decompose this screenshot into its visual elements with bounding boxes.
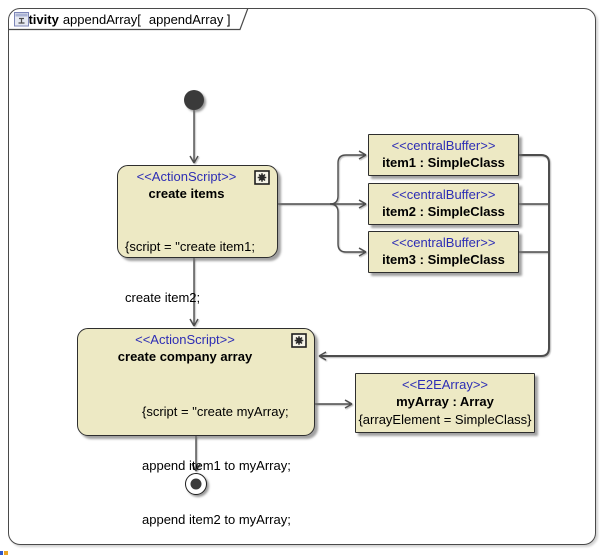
- edge-create-items-to-item3[interactable]: [329, 203, 367, 257]
- stereotype-label: <<centralBuffer>>: [391, 187, 496, 202]
- central-buffer-item1[interactable]: <<centralBuffer>> item1 : SimpleClass: [368, 134, 519, 176]
- edge-create-items-to-item1[interactable]: [329, 150, 367, 205]
- tagged-value: {arrayElement = SimpleClass}: [358, 412, 532, 427]
- activity-final-node[interactable]: [185, 473, 207, 495]
- central-buffer-item2[interactable]: <<centralBuffer>> item2 : SimpleClass: [368, 183, 519, 225]
- object-name: myArray : Array: [396, 394, 494, 409]
- stereotype-label: <<ActionScript>>: [135, 332, 235, 347]
- central-buffer-item3[interactable]: <<centralBuffer>> item3 : SimpleClass: [368, 231, 519, 273]
- edge-create-items-to-create-company-array[interactable]: [189, 258, 199, 327]
- behavior-gear-icon: [254, 170, 270, 185]
- stereotype-label: <<centralBuffer>>: [391, 235, 496, 250]
- buffer-name: item3 : SimpleClass: [382, 252, 505, 267]
- edge-create-company-array-to-final[interactable]: [191, 436, 201, 472]
- script-line: append item1 to myArray;: [142, 458, 291, 473]
- cropped-icon-fragment: [0, 551, 3, 555]
- script-line: {script = "create myArray;: [142, 404, 289, 419]
- tab-outline: [9, 8, 249, 31]
- action-name: create company array: [117, 349, 253, 364]
- action-name: create items: [148, 186, 225, 201]
- frame-name: appendArray[: [62, 12, 141, 27]
- final-node-dot: [190, 478, 202, 490]
- buffer-name: item1 : SimpleClass: [382, 155, 505, 170]
- script-line: create item2;: [125, 290, 201, 305]
- cropped-icon-fragment: [4, 551, 8, 555]
- action-create-company-array[interactable]: <<ActionScript>> create company array {s…: [77, 328, 315, 527]
- object-node-myarray[interactable]: <<E2EArray>> myArray : Array {arrayEleme…: [355, 373, 535, 433]
- initial-node[interactable]: [184, 90, 204, 110]
- buffer-name: item2 : SimpleClass: [382, 204, 505, 219]
- stereotype-label: <<ActionScript>>: [136, 169, 237, 184]
- edge-create-items-to-item2[interactable]: [278, 199, 367, 209]
- edge-create-company-array-to-myarray[interactable]: [315, 399, 353, 409]
- action-create-items[interactable]: <<ActionScript>> create items {script = …: [117, 165, 278, 356]
- edge-initial-to-create-items[interactable]: [189, 110, 199, 164]
- stereotype-label: <<centralBuffer>>: [391, 138, 496, 153]
- frame-diagram-name: appendArray ]: [148, 12, 231, 27]
- script-line: {script = "create item1;: [125, 239, 255, 254]
- behavior-gear-icon: [291, 333, 307, 348]
- diagram-tab[interactable]: activity appendArray[ appendArray ]: [9, 8, 255, 31]
- activity-frame: [8, 8, 596, 545]
- edge-buffers-to-create-company-array[interactable]: [318, 154, 550, 361]
- stereotype-label: <<E2EArray>>: [402, 377, 488, 392]
- script-line: append item2 to myArray;: [142, 512, 291, 527]
